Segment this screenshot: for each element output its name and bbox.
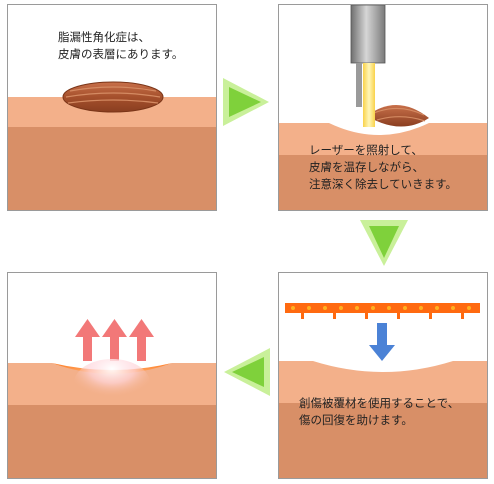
step-4-panel [7,272,217,479]
caption-line: 創傷被覆材を使用することで、 [299,396,460,410]
step-3-caption: 創傷被覆材を使用することで、 傷の回復を助けます。 [299,395,459,429]
healing-scene [8,319,216,478]
green-triangle-arrow-icon [358,218,410,268]
laser-scene [279,5,487,210]
step-2-panel: レーザーを照射して、 皮膚を温存しながら、 注意深く除去していきます。 [278,4,488,211]
step-1-caption: 脂漏性角化症は、 皮膚の表層にあります。 [58,29,183,63]
red-up-arrow-icon [75,319,100,361]
caption-line: 脂漏性角化症は、 [58,30,150,44]
caption-line: レーザーを照射して、 [309,143,423,157]
red-up-arrow-icon [102,319,127,361]
green-triangle-arrow-icon [222,346,272,398]
dressing-scene [279,303,487,478]
wound-dressing [285,303,480,313]
step-1-panel: 脂漏性角化症は、 皮膚の表層にあります。 [7,4,217,211]
caption-line: 傷の回復を助けます。 [299,413,413,427]
red-up-arrow-icon [129,319,154,361]
keratosis-lesion [62,81,164,113]
caption-line: 皮膚の表層にあります。 [58,47,184,61]
caption-line: 皮膚を温存しながら、 [309,160,424,174]
caption-line: 注意深く除去していきます。 [309,177,458,191]
step-3-panel: 創傷被覆材を使用することで、 傷の回復を助けます。 [278,272,488,479]
blue-down-arrow-icon [369,323,395,361]
skin-dermis [8,127,216,210]
step-2-caption: レーザーを照射して、 皮膚を温存しながら、 注意深く除去していきます。 [309,142,457,193]
green-triangle-arrow-icon [221,76,271,128]
